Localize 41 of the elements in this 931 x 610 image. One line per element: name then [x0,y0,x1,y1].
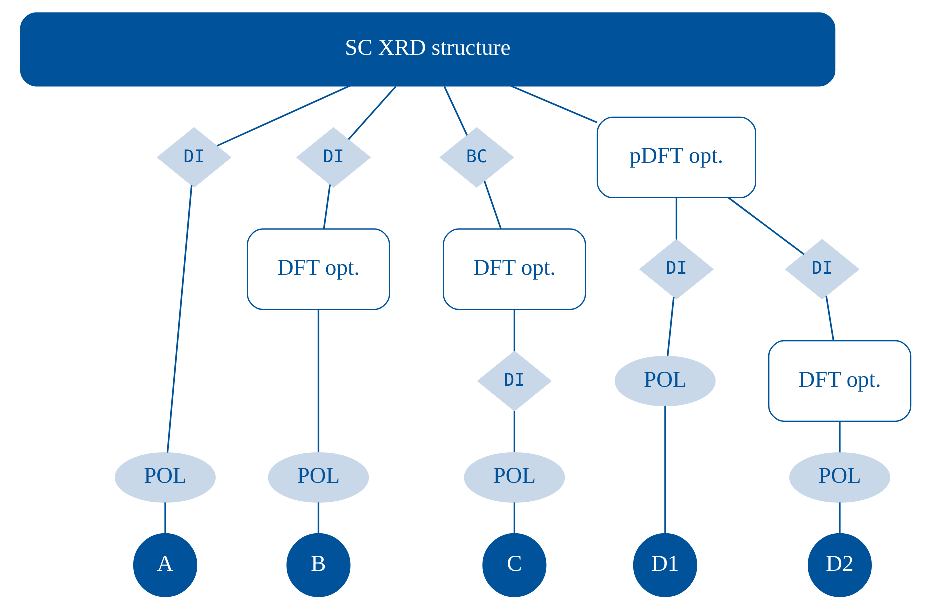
node-ellipse: POL [464,452,565,503]
connector [164,502,166,534]
connector [666,297,674,356]
node-box: DFT opt. [442,228,586,310]
connector [216,85,350,147]
connector [317,502,320,534]
connector [317,310,320,452]
node-box: pDFT opt. [596,116,756,198]
connector [838,422,840,453]
connector [664,406,666,534]
connector [443,86,468,136]
connector [513,411,515,452]
connector [728,197,804,256]
node-diamond: DI [638,239,714,300]
connector [322,184,331,230]
node-circle: A [132,533,197,598]
connector [348,86,396,140]
connector [483,180,502,230]
node-ellipse: POL [789,452,890,503]
node-ellipse: POL [268,452,369,503]
node-ellipse: POL [114,452,216,503]
node-box: DFT opt. [246,228,390,310]
connector [675,198,678,240]
connector [166,185,192,453]
connector [513,310,515,352]
connector [838,502,840,534]
connector [510,85,598,124]
node-circle: D1 [632,533,697,598]
connector [513,502,515,534]
node-box: SC XRD structure [20,12,836,87]
node-diamond: DI [296,127,371,188]
node-ellipse: POL [614,356,716,406]
connector [825,296,834,341]
node-diamond: DI [784,239,860,300]
node-diamond: DI [476,350,552,412]
node-circle: B [286,533,350,598]
node-diamond: BC [439,127,514,188]
node-diamond: DI [156,127,232,188]
node-box: DFT opt. [768,340,912,422]
node-circle: D2 [807,533,872,598]
node-circle: C [482,533,546,598]
